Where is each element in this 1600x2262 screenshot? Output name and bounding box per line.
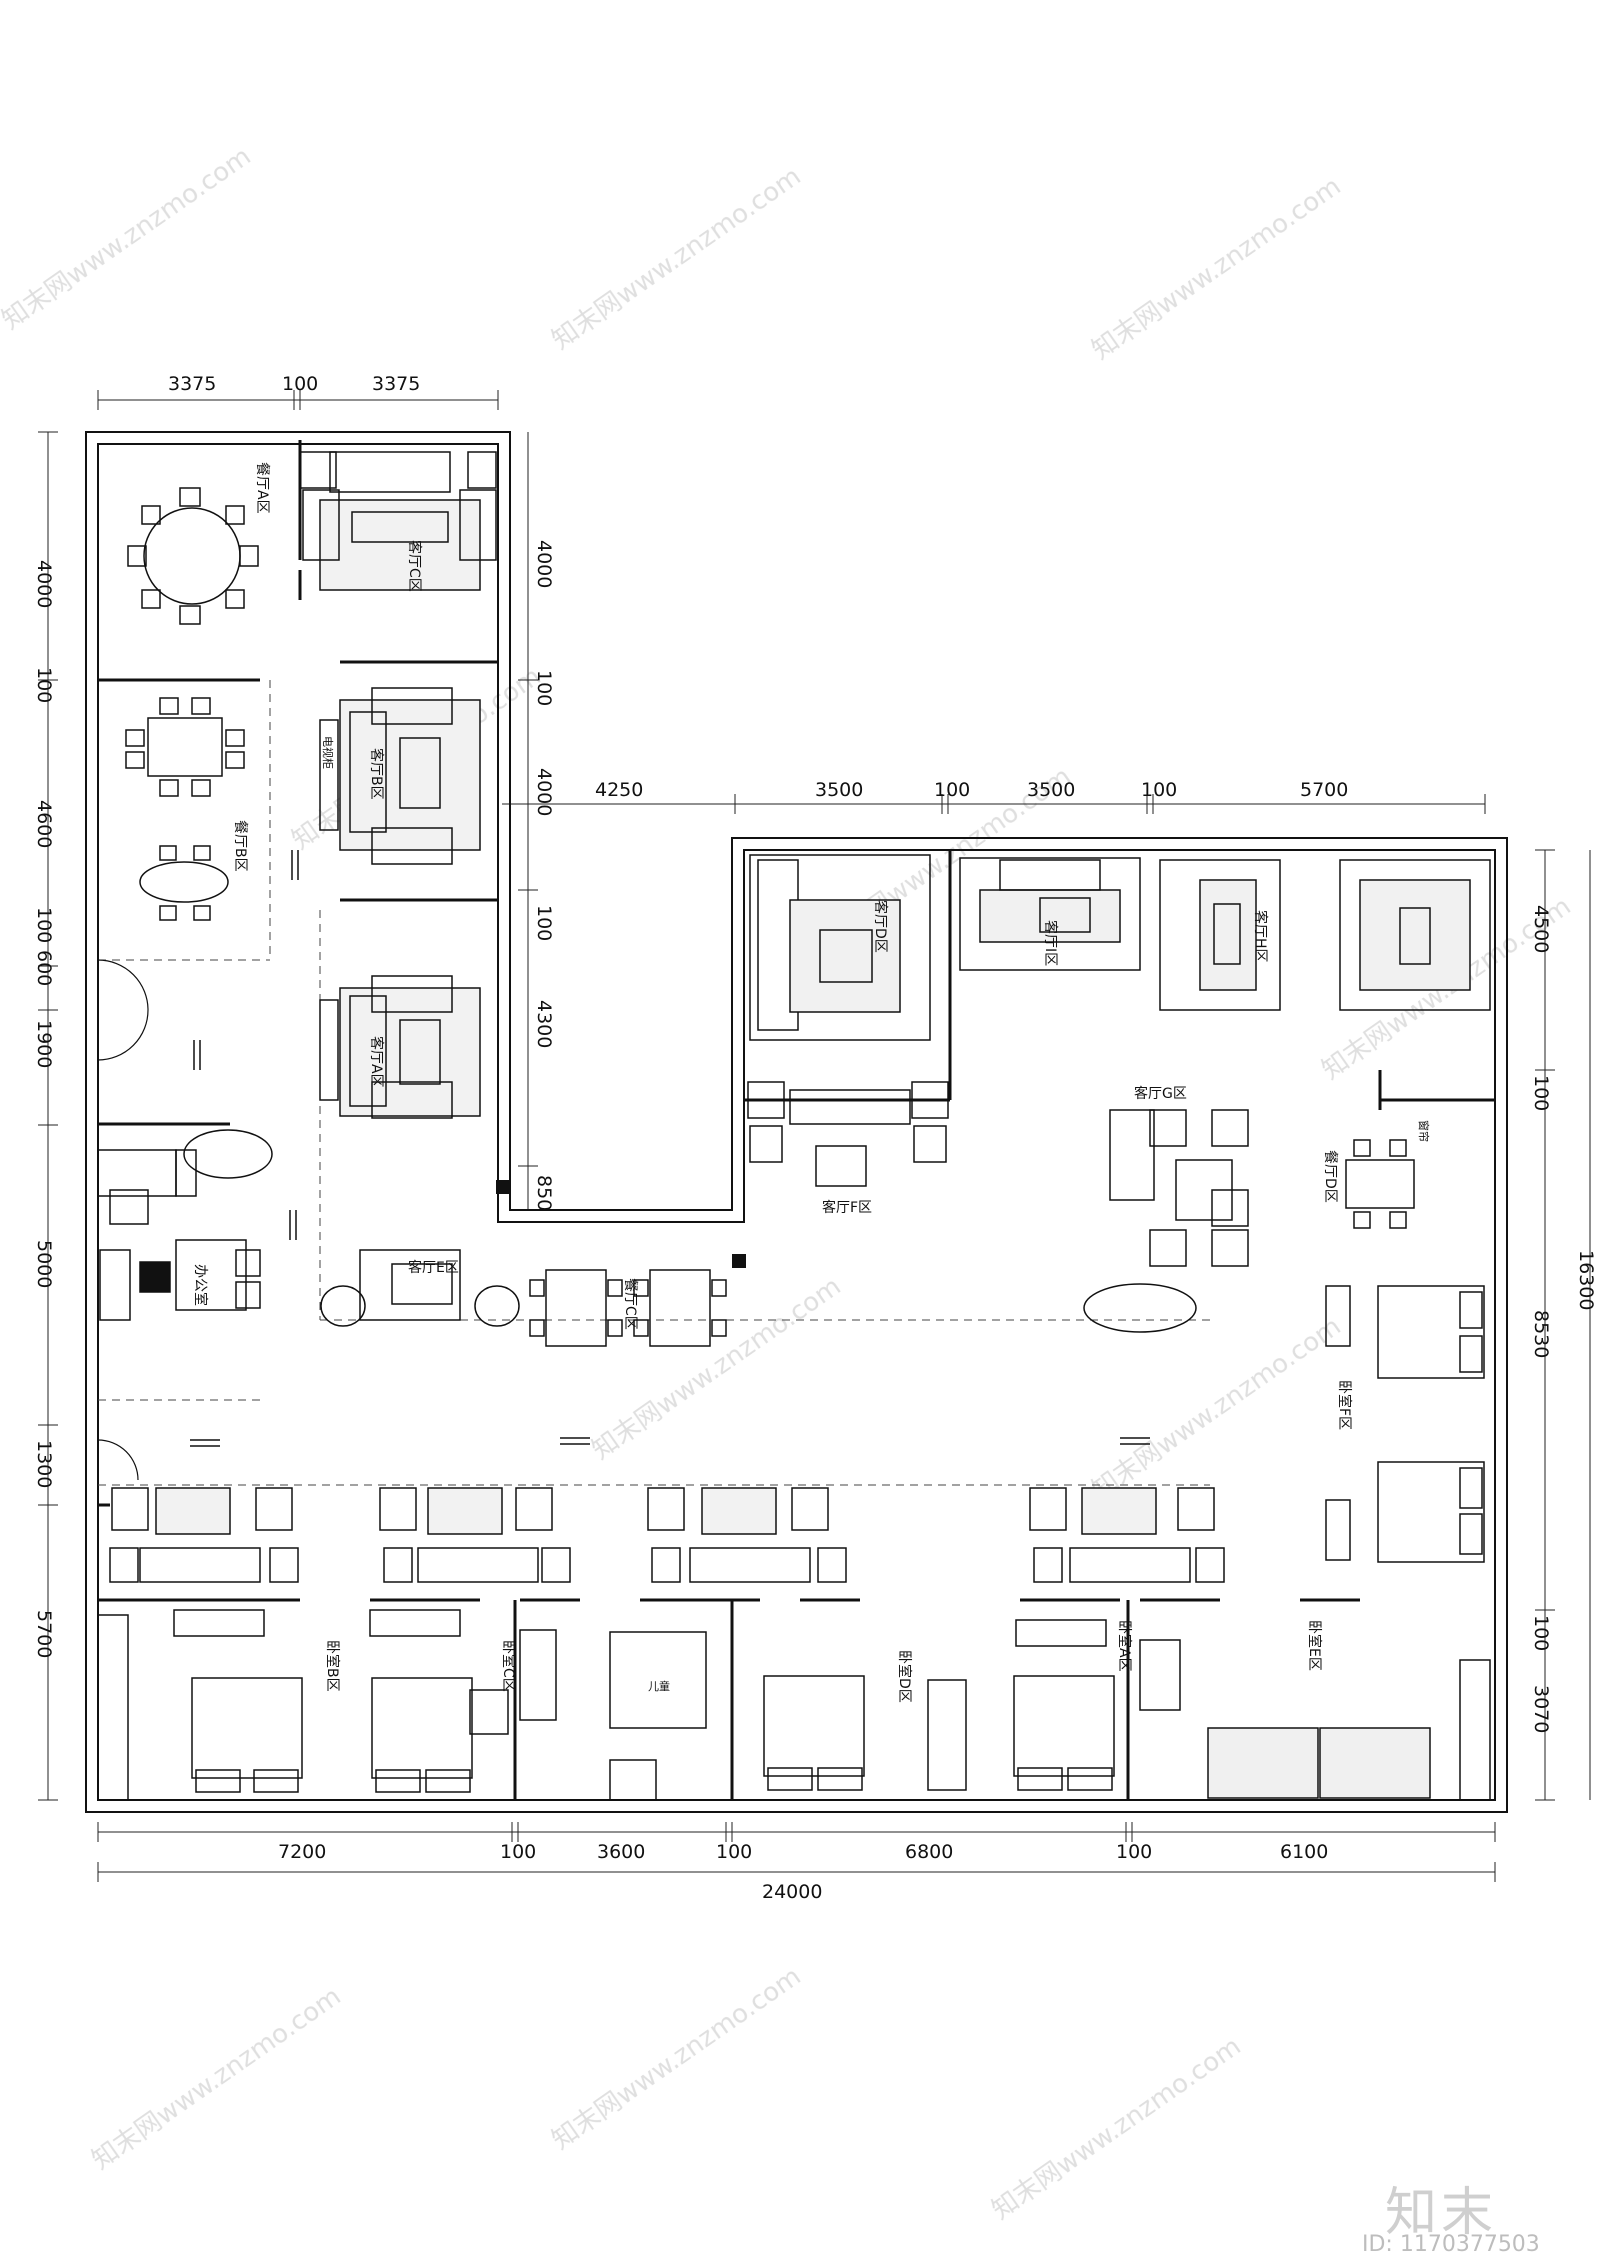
columns xyxy=(496,1180,746,1268)
room-label-canting-a: 餐厅A区 xyxy=(254,462,270,514)
room-label-keting-h: 客厅H区 xyxy=(1252,910,1269,963)
bedroom-f-beds xyxy=(1325,1285,1485,1563)
dim-label: 100 xyxy=(1141,779,1177,801)
dim-label: 3600 xyxy=(597,1841,645,1863)
watermark-text: 知末网www.znzmo.com xyxy=(0,141,257,335)
dim-label: 7200 xyxy=(278,1841,326,1863)
room-label-keting-g: 客厅G区 xyxy=(1134,1085,1187,1102)
dim-label: 4250 xyxy=(595,779,643,801)
dim-label: 6800 xyxy=(905,1841,953,1863)
flow-arrows xyxy=(190,850,1150,1447)
room-label-bangong: 办公室 xyxy=(192,1264,209,1306)
dim-label: 5700 xyxy=(33,1610,55,1658)
room-label-keting-a: 客厅A区 xyxy=(368,1036,385,1088)
room-label-keting-b: 客厅B区 xyxy=(368,748,385,800)
dim-label: 4000 xyxy=(533,540,555,588)
dim-label: 1300 xyxy=(33,1440,55,1488)
dimension-lines xyxy=(38,390,1591,1882)
room-label-keting-d: 客厅D区 xyxy=(872,900,889,953)
dim-label: 4000 xyxy=(33,560,55,608)
interior-walls xyxy=(98,440,1495,1800)
dim-label: 5000 xyxy=(33,1240,55,1288)
living-f-g xyxy=(747,1081,1249,1333)
dim-label: 3070 xyxy=(1530,1685,1552,1733)
dim-label: 24000 xyxy=(762,1881,822,1903)
room-label-canting-d: 餐厅D区 xyxy=(1322,1150,1338,1203)
dim-label: 16300 xyxy=(1575,1250,1597,1310)
furniture-label: 电视柜 xyxy=(321,736,335,769)
room-label-canting-c: 餐厅C区 xyxy=(622,1278,638,1330)
dining-c-tables xyxy=(529,1269,727,1347)
dim-label: 100 xyxy=(33,907,55,943)
dining-square-table xyxy=(125,697,245,921)
dim-label: 100 xyxy=(533,670,555,706)
dining-d xyxy=(1345,1139,1415,1229)
dim-label: 100 xyxy=(716,1841,752,1863)
dim-label: 100 xyxy=(33,667,55,703)
watermark-text: 知末网www.znzmo.com xyxy=(547,1961,807,2155)
sofa-set xyxy=(299,451,497,1119)
zone-boundaries xyxy=(98,680,1210,1486)
room-label-woshi-c: 卧室C区 xyxy=(500,1640,517,1692)
room-label-kecanting-c: 客厅C区 xyxy=(406,540,423,592)
watermark-layer: 知末网www.znzmo.com 知末网www.znzmo.com 知末网www… xyxy=(0,141,1577,2225)
dim-label: 100 xyxy=(533,905,555,941)
room-label-woshi-e: 卧室E区 xyxy=(1306,1620,1323,1671)
lounge-e xyxy=(320,1249,520,1327)
dim-label: 100 xyxy=(1116,1841,1152,1863)
room-label-woshi-a: 卧室A区 xyxy=(1116,1620,1133,1672)
room-label-keting-i: 客厅I区 xyxy=(1042,920,1059,966)
office-furniture xyxy=(97,1129,273,1321)
dim-label: 850 xyxy=(533,1175,555,1211)
doors xyxy=(97,959,149,1481)
dim-label: 3500 xyxy=(815,779,863,801)
watermark-text: 知末网www.znzmo.com xyxy=(1087,171,1347,365)
bedrooms-bottom xyxy=(97,1614,1491,1801)
dimension-labels: 3375 100 3375 4250 3500 100 3500 100 570… xyxy=(33,373,1597,1903)
room-label-woshi-f: 卧室F区 xyxy=(1336,1380,1353,1430)
dim-label: 100 xyxy=(1530,1615,1552,1651)
dim-label: 6100 xyxy=(1280,1841,1328,1863)
watermark-text: 知末网www.znzmo.com xyxy=(1087,1311,1347,1505)
dim-label: 1900 xyxy=(33,1020,55,1068)
lower-living-row xyxy=(109,1487,1225,1647)
dim-label: 3375 xyxy=(372,373,420,395)
room-label-canting-b: 餐厅B区 xyxy=(232,820,248,872)
exterior-walls xyxy=(85,431,1508,1813)
watermark-text: 知末网www.znzmo.com xyxy=(87,1981,347,2175)
dim-label: 3375 xyxy=(168,373,216,395)
dim-label: 100 xyxy=(500,1841,536,1863)
living-upper-right xyxy=(749,854,1491,1041)
watermark-text: 知末网www.znzmo.com xyxy=(547,161,807,355)
watermark-text: 知末网www.znzmo.com xyxy=(987,2031,1247,2225)
dim-label: 4600 xyxy=(33,800,55,848)
room-label-woshi-b: 卧室B区 xyxy=(324,1640,341,1692)
room-labels: 餐厅A区 餐厅B区 客厅C区 客厅B区 客厅A区 办公室 客厅E区 餐厅C区 客… xyxy=(192,462,1431,1703)
room-label-keting-f: 客厅F区 xyxy=(822,1199,872,1216)
furniture-label: 儿童 xyxy=(648,1679,670,1693)
dim-label: 100 xyxy=(282,373,318,395)
dim-label: 4000 xyxy=(533,768,555,816)
room-label-kecanting-e: 客厅E区 xyxy=(408,1259,459,1276)
dim-label: 600 xyxy=(33,950,55,986)
image-id-label: ID: 1170377503 xyxy=(1362,2232,1540,2257)
furniture-label: 窗帘 xyxy=(1417,1120,1431,1142)
dim-label: 4300 xyxy=(533,1000,555,1048)
dim-label: 8530 xyxy=(1530,1310,1552,1358)
dim-label: 5700 xyxy=(1300,779,1348,801)
room-label-woshi-d: 卧室D区 xyxy=(896,1650,913,1703)
dim-label: 100 xyxy=(1530,1075,1552,1111)
dim-label: 100 xyxy=(934,779,970,801)
dim-label: 3500 xyxy=(1027,779,1075,801)
dining-round-table xyxy=(127,487,259,625)
brand-watermark: 知末 xyxy=(1385,2183,1498,2243)
dim-label: 4500 xyxy=(1530,905,1552,953)
